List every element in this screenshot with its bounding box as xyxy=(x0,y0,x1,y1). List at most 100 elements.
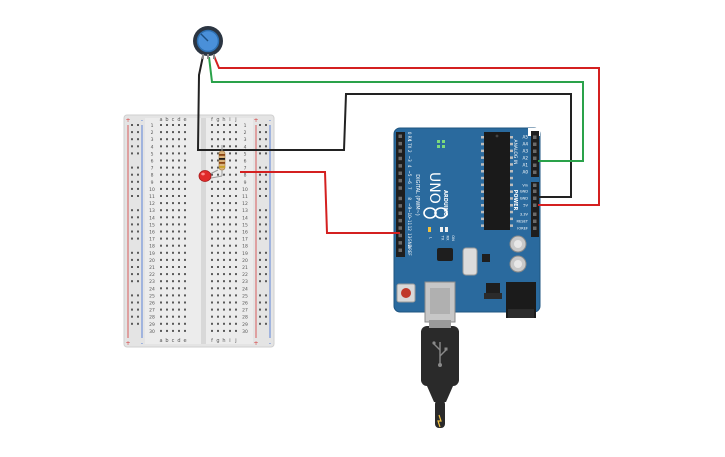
terminal-hole[interactable] xyxy=(211,180,213,183)
terminal-hole[interactable] xyxy=(172,159,174,162)
terminal-hole[interactable] xyxy=(229,322,231,325)
terminal-hole[interactable] xyxy=(166,287,168,290)
terminal-hole[interactable] xyxy=(178,131,180,134)
led-icon[interactable] xyxy=(198,169,223,182)
terminal-hole[interactable] xyxy=(160,315,162,318)
terminal-hole[interactable] xyxy=(178,209,180,212)
terminal-hole[interactable] xyxy=(235,145,237,148)
terminal-hole[interactable] xyxy=(223,294,225,297)
power-pin-hole[interactable] xyxy=(533,183,537,188)
wire-black-ground[interactable] xyxy=(196,55,572,198)
analog-pin-hole[interactable] xyxy=(533,156,537,161)
terminal-hole[interactable] xyxy=(184,308,186,311)
rail-hole[interactable] xyxy=(265,216,267,219)
terminal-hole[interactable] xyxy=(217,280,219,283)
terminal-hole[interactable] xyxy=(235,124,237,126)
power-pin-hole[interactable] xyxy=(533,219,537,224)
rail-hole[interactable] xyxy=(131,308,133,311)
terminal-hole[interactable] xyxy=(166,209,168,212)
terminal-hole[interactable] xyxy=(223,173,225,176)
rail-hole[interactable] xyxy=(137,251,139,254)
terminal-hole[interactable] xyxy=(178,195,180,197)
analog-pin-hole[interactable] xyxy=(533,142,537,147)
terminal-hole[interactable] xyxy=(223,145,225,148)
rail-hole[interactable] xyxy=(137,230,139,233)
terminal-hole[interactable] xyxy=(166,124,168,126)
rail-hole[interactable] xyxy=(137,180,139,183)
rail-hole[interactable] xyxy=(265,237,267,240)
terminal-hole[interactable] xyxy=(229,152,231,155)
terminal-hole[interactable] xyxy=(217,145,219,148)
terminal-hole[interactable] xyxy=(211,280,213,283)
terminal-hole[interactable] xyxy=(211,145,213,148)
terminal-hole[interactable] xyxy=(217,273,219,276)
terminal-hole[interactable] xyxy=(166,131,168,134)
digital-pin-hole[interactable] xyxy=(398,196,403,201)
reset-button[interactable] xyxy=(396,283,416,303)
terminal-hole[interactable] xyxy=(235,244,237,247)
rail-hole[interactable] xyxy=(259,166,261,169)
terminal-hole[interactable] xyxy=(172,138,174,141)
terminal-hole[interactable] xyxy=(172,216,174,219)
digital-pin-hole[interactable] xyxy=(398,149,403,153)
terminal-hole[interactable] xyxy=(160,145,162,148)
terminal-hole[interactable] xyxy=(160,180,162,183)
rail-hole[interactable] xyxy=(259,209,261,212)
terminal-hole[interactable] xyxy=(160,124,162,126)
terminal-hole[interactable] xyxy=(160,244,162,247)
terminal-hole[interactable] xyxy=(235,187,237,190)
rail-hole[interactable] xyxy=(265,166,267,169)
rail-hole[interactable] xyxy=(131,166,133,169)
terminal-hole[interactable] xyxy=(166,166,168,169)
digital-pin-hole[interactable] xyxy=(398,134,403,139)
terminal-hole[interactable] xyxy=(172,131,174,134)
terminal-hole[interactable] xyxy=(166,145,168,148)
terminal-hole[interactable] xyxy=(223,308,225,311)
rail-hole[interactable] xyxy=(131,273,133,276)
terminal-hole[interactable] xyxy=(160,131,162,134)
terminal-hole[interactable] xyxy=(229,145,231,148)
rail-hole[interactable] xyxy=(131,251,133,254)
rail-hole[interactable] xyxy=(265,230,267,233)
terminal-hole[interactable] xyxy=(229,124,231,126)
terminal-hole[interactable] xyxy=(166,280,168,283)
terminal-hole[interactable] xyxy=(178,273,180,276)
terminal-hole[interactable] xyxy=(229,159,231,162)
terminal-hole[interactable] xyxy=(160,280,162,283)
terminal-hole[interactable] xyxy=(211,301,213,304)
terminal-hole[interactable] xyxy=(172,195,174,197)
terminal-hole[interactable] xyxy=(172,166,174,169)
rail-hole[interactable] xyxy=(137,294,139,297)
terminal-hole[interactable] xyxy=(160,301,162,304)
terminal-hole[interactable] xyxy=(184,124,186,126)
terminal-hole[interactable] xyxy=(211,258,213,261)
rail-hole[interactable] xyxy=(259,273,261,276)
terminal-hole[interactable] xyxy=(223,273,225,276)
terminal-hole[interactable] xyxy=(229,258,231,261)
rail-hole[interactable] xyxy=(259,216,261,219)
terminal-hole[interactable] xyxy=(166,195,168,197)
rail-hole[interactable] xyxy=(131,145,133,148)
terminal-hole[interactable] xyxy=(217,322,219,325)
terminal-hole[interactable] xyxy=(184,195,186,197)
terminal-hole[interactable] xyxy=(211,329,213,332)
terminal-hole[interactable] xyxy=(166,187,168,190)
terminal-hole[interactable] xyxy=(223,138,225,141)
digital-pin-hole[interactable] xyxy=(398,156,403,161)
terminal-hole[interactable] xyxy=(229,138,231,141)
terminal-hole[interactable] xyxy=(223,251,225,254)
digital-pin-hole[interactable] xyxy=(398,241,403,245)
terminal-hole[interactable] xyxy=(160,202,162,205)
terminal-hole[interactable] xyxy=(229,251,231,254)
rail-hole[interactable] xyxy=(265,145,267,148)
terminal-hole[interactable] xyxy=(235,209,237,212)
terminal-hole[interactable] xyxy=(217,195,219,197)
terminal-hole[interactable] xyxy=(211,244,213,247)
terminal-hole[interactable] xyxy=(229,202,231,205)
terminal-hole[interactable] xyxy=(235,280,237,283)
terminal-hole[interactable] xyxy=(223,209,225,212)
terminal-hole[interactable] xyxy=(166,202,168,205)
terminal-hole[interactable] xyxy=(223,266,225,268)
terminal-hole[interactable] xyxy=(211,124,213,126)
terminal-hole[interactable] xyxy=(223,301,225,304)
